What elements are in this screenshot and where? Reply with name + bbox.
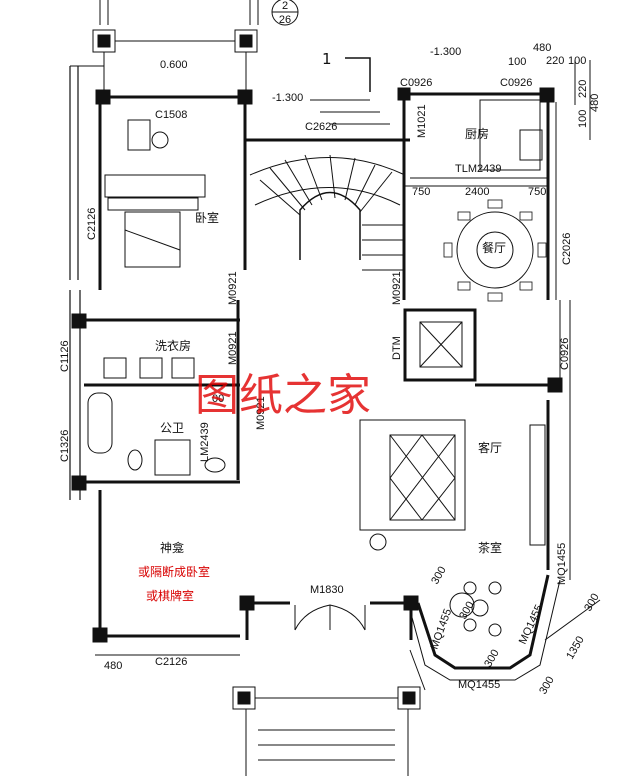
level-kitchen: -1.300 bbox=[430, 46, 461, 58]
dim-750-a: 750 bbox=[412, 186, 430, 198]
room-note-chess: 或棋牌室 bbox=[146, 588, 194, 603]
window-c0926-c: C0926 bbox=[559, 338, 571, 370]
dim-2400: 2400 bbox=[465, 186, 489, 198]
dim-750-b: 750 bbox=[528, 186, 546, 198]
window-c0926-b: C0926 bbox=[500, 77, 532, 89]
section-marker-top: 2 bbox=[282, 0, 288, 12]
top-dim-220: 220 bbox=[546, 55, 564, 67]
room-laundry: 洗衣房 bbox=[155, 338, 191, 353]
dim-300-a: 300 bbox=[429, 565, 449, 587]
door-m0921-b: M0921 bbox=[227, 331, 239, 365]
top-dim-100b: 100 bbox=[568, 55, 586, 67]
section-marker-bottom: 26 bbox=[279, 14, 291, 26]
window-c1508: C1508 bbox=[155, 109, 187, 121]
door-m0921-a: M0921 bbox=[227, 271, 239, 305]
lift-dtm: DTM bbox=[391, 336, 403, 360]
right-dim-480: 480 bbox=[589, 94, 601, 112]
room-dining: 餐厅 bbox=[482, 240, 506, 255]
window-c2126-b: C2126 bbox=[155, 656, 187, 668]
door-mq1455-d: MQ1455 bbox=[458, 679, 500, 691]
door-m1021: M1021 bbox=[416, 104, 428, 138]
dim-480: 480 bbox=[104, 660, 122, 672]
watermark: 图纸之家 bbox=[195, 370, 371, 421]
room-living: 客厅 bbox=[478, 440, 502, 455]
section-cut-label: 1 bbox=[322, 50, 332, 68]
label-00: 00 bbox=[212, 393, 224, 405]
right-dim-100: 100 bbox=[577, 110, 589, 128]
door-lm2439: LM2439 bbox=[199, 422, 211, 462]
top-dim-480: 480 bbox=[533, 42, 551, 54]
right-dim-220: 220 bbox=[577, 80, 589, 98]
dim-300-e: 300 bbox=[537, 675, 557, 697]
level-stair: -1.300 bbox=[272, 92, 303, 104]
window-c0926-a: C0926 bbox=[400, 77, 432, 89]
top-dim-100: 100 bbox=[508, 56, 526, 68]
room-note-bedroom: 或隔断成卧室 bbox=[138, 564, 210, 579]
window-c2126-a: C2126 bbox=[86, 208, 98, 240]
window-c2026: C2026 bbox=[561, 233, 573, 265]
room-bathroom: 公卫 bbox=[160, 421, 184, 435]
door-m0921-d: M0921 bbox=[391, 271, 403, 305]
door-tlm2439: TLM2439 bbox=[455, 163, 501, 175]
window-c1326: C1326 bbox=[59, 430, 71, 462]
dim-300-d: 300 bbox=[582, 592, 602, 614]
door-mq1455-b: MQ1455 bbox=[429, 607, 455, 651]
door-mq1455-c: MQ1455 bbox=[517, 603, 546, 646]
window-c1126: C1126 bbox=[59, 340, 71, 372]
dim-1350: 1350 bbox=[564, 634, 587, 661]
door-mq1455-a: MQ1455 bbox=[556, 543, 568, 585]
room-kitchen: 厨房 bbox=[465, 126, 489, 141]
room-tea: 茶室 bbox=[478, 540, 502, 555]
room-bedroom: 卧室 bbox=[195, 210, 219, 225]
dim-300-c: 300 bbox=[482, 648, 502, 670]
level-entry: 0.600 bbox=[160, 59, 188, 71]
door-m0921-c: M0921 bbox=[255, 396, 267, 430]
window-c2626: C2626 bbox=[305, 121, 337, 133]
room-shrine: 神龛 bbox=[160, 541, 184, 555]
door-m1830: M1830 bbox=[310, 584, 344, 596]
